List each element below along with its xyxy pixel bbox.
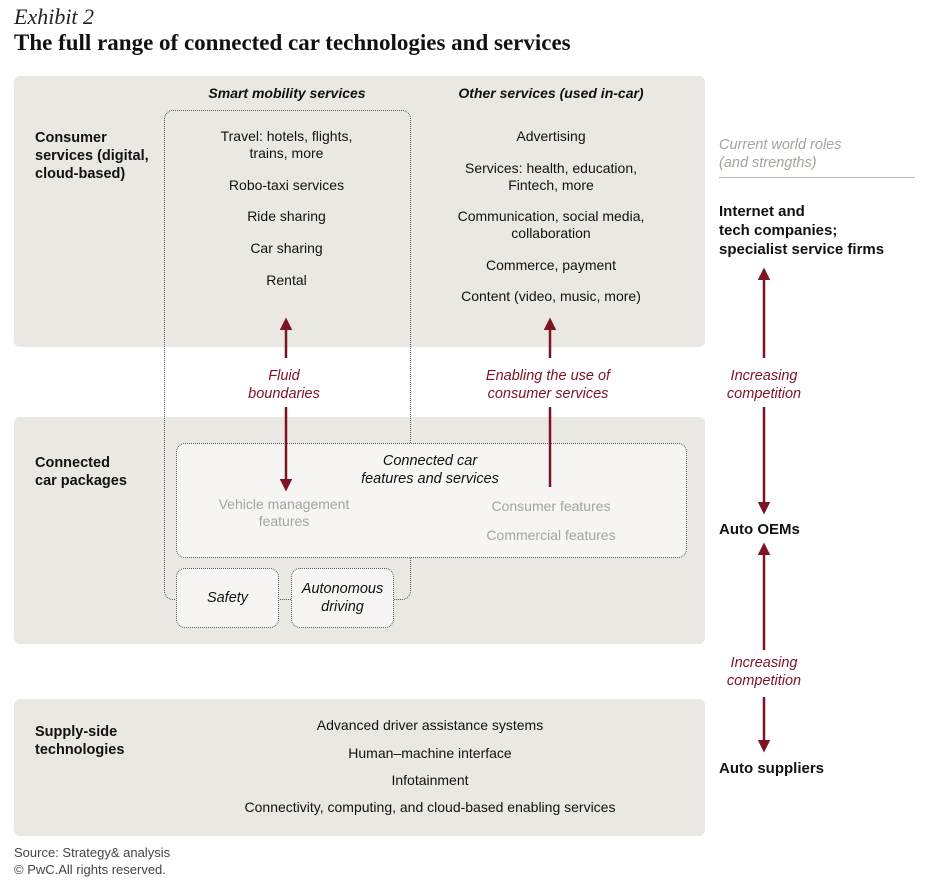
row-label-supply-side: Supply-side technologies [35, 724, 125, 758]
row-label-connected-car: Connected car packages [35, 455, 127, 489]
copyright-note: © PwC.All rights reserved. [14, 862, 166, 877]
connected-features-box [176, 443, 687, 558]
vehicle-management-label: Vehicle management features [218, 496, 350, 529]
supply-item-adas: Advanced driver assistance systems [316, 717, 544, 733]
source-note: Source: Strategy& analysis [14, 845, 171, 860]
list-item-car-sharing: Car sharing [250, 240, 323, 256]
list-item-content: Content (video, music, more) [461, 288, 641, 304]
smart-mobility-heading: Smart mobility services [208, 85, 366, 101]
consumer-features-label: Consumer features [491, 498, 611, 514]
row-label-consumer-services: Consumer services (digital, cloud-based) [35, 130, 149, 182]
list-item-advertising: Advertising [516, 128, 586, 144]
list-item-communication: Communication, social media, collaborati… [457, 208, 645, 241]
increasing-competition-bottom-label: Increasing competition [726, 655, 802, 689]
safety-box [176, 568, 279, 628]
enabling-consumer-services-label: Enabling the use of consumer services [485, 368, 611, 402]
connected-features-title: Connected car features and services [361, 453, 499, 487]
role-auto-suppliers: Auto suppliers [719, 760, 825, 777]
list-item-robo-taxi: Robo-taxi services [228, 177, 345, 193]
increasing-competition-top-label: Increasing competition [726, 368, 802, 402]
autonomous-driving-label: Autonomous driving [301, 581, 384, 615]
supply-item-infotainment: Infotainment [391, 772, 469, 788]
other-services-heading: Other services (used in-car) [458, 85, 644, 101]
page-title: The full range of connected car technolo… [14, 30, 571, 55]
list-item-rental: Rental [266, 272, 307, 288]
list-item-travel: Travel: hotels, flights, trains, more [220, 128, 353, 161]
consumer-services-band [14, 76, 705, 347]
roles-header: Current world roles (and strengths) [719, 137, 842, 171]
autonomous-driving-box [291, 568, 394, 628]
role-auto-oems: Auto OEMs [719, 521, 800, 538]
list-item-ride-sharing: Ride sharing [247, 208, 326, 224]
safety-label: Safety [206, 590, 249, 606]
supply-item-hmi: Human–machine interface [348, 745, 512, 761]
supply-side-band [14, 699, 705, 836]
list-item-commerce: Commerce, payment [486, 257, 616, 273]
commercial-features-label: Commercial features [486, 527, 616, 543]
fluid-boundaries-label: Fluid boundaries [248, 368, 320, 402]
roles-divider [719, 177, 915, 178]
list-item-services-health: Services: health, education, Fintech, mo… [465, 160, 637, 193]
exhibit-label: Exhibit 2 [14, 4, 95, 29]
role-internet-tech: Internet and tech companies; specialist … [719, 203, 885, 258]
supply-item-connectivity: Connectivity, computing, and cloud-based… [244, 799, 616, 815]
smart-mobility-outline [164, 110, 411, 600]
